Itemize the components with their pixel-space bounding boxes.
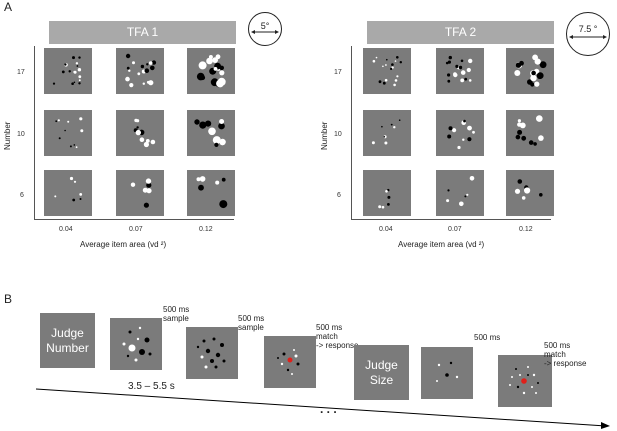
match-1-response: -> response [316, 341, 359, 350]
tfa1-xtick: 0.07 [129, 226, 143, 233]
sample-1-annotation: 500 ms sample [163, 305, 189, 323]
stimulus-cell [363, 48, 411, 94]
match-dot [287, 357, 293, 363]
panel-b-label: B [4, 292, 13, 306]
stimulus-cell [187, 170, 235, 216]
stimulus-cell [44, 48, 92, 94]
match-1-annotation: 500 ms match -> response [316, 323, 358, 350]
stimulus-cell [436, 170, 484, 216]
stimulus-cell [116, 110, 164, 156]
iti-duration: 3.5 – 5.5 s [128, 381, 175, 392]
tfa1-x-title: Average item area (vd ²) [80, 240, 167, 249]
tfa2-ytick: 10 [334, 131, 342, 138]
sample-3-annotation: 500 ms [474, 333, 500, 342]
stimulus-cell [436, 48, 484, 94]
stimulus-cell [363, 110, 411, 156]
tfa2-xtick: 0.04 [379, 226, 393, 233]
match-dot [521, 378, 527, 384]
tfa1-y-axis [34, 46, 35, 219]
match-2-duration: 500 ms [544, 341, 571, 350]
match-2-label: match [544, 350, 566, 359]
tfa2-xtick: 0.12 [519, 226, 533, 233]
timeline-ellipsis: . . . [320, 402, 337, 416]
stimulus-cell [506, 110, 554, 156]
stimulus-cell [44, 170, 92, 216]
tfa2-x-axis [351, 219, 551, 220]
sample-3-duration: 500 ms [474, 333, 501, 342]
sample-1-duration: 500 ms [163, 305, 190, 314]
sample-stimulus-3 [421, 347, 473, 399]
panel-a-label: A [4, 0, 13, 14]
sample-2-label: sample [238, 323, 264, 332]
sample-2-annotation: 500 ms sample [238, 314, 264, 332]
stimulus-cell [436, 110, 484, 156]
sample-1-label: sample [163, 314, 189, 323]
match-1-label: match [316, 332, 338, 341]
tfa2-ytick: 17 [334, 69, 342, 76]
match-1-duration: 500 ms [316, 323, 343, 332]
tfa1-xtick: 0.04 [59, 226, 73, 233]
tfa1-xtick: 0.12 [199, 226, 213, 233]
tfa2-size-reference: 7.5 ° [566, 12, 610, 56]
tfa2-title-bar: TFA 2 [367, 21, 554, 44]
tfa1-ytick: 6 [20, 192, 24, 199]
tfa1-title-bar: TFA 1 [49, 21, 236, 44]
match-stimulus-2 [498, 355, 552, 407]
match-stimulus-1 [264, 336, 316, 388]
tfa1-ytick: 10 [17, 131, 25, 138]
tfa2-xtick: 0.07 [448, 226, 462, 233]
tfa2-x-title: Average item area (vd ²) [398, 240, 485, 249]
sample-2-duration: 500 ms [238, 314, 265, 323]
tfa2-y-axis [351, 46, 352, 219]
match-2-response: -> response [544, 359, 587, 368]
stimulus-cell [363, 170, 411, 216]
tfa1-size-reference: 5° [248, 12, 282, 46]
stimulus-cell [116, 170, 164, 216]
sample-stimulus-1 [110, 318, 162, 370]
stimulus-cell [187, 110, 235, 156]
judge-size-text: Judge Size [365, 357, 398, 387]
sample-stimulus-2 [186, 327, 238, 379]
stimulus-cell [44, 110, 92, 156]
stimulus-cell [116, 48, 164, 94]
tfa1-circle-label: 5° [260, 21, 270, 31]
tfa1-ytick: 17 [17, 69, 25, 76]
stimulus-cell [506, 170, 554, 216]
judge-number-text: Judge Number [46, 325, 89, 355]
judge-size-cue: Judge Size [354, 345, 409, 400]
match-2-annotation: 500 ms match -> response [544, 341, 586, 368]
tfa2-circle-label: 7.5 ° [578, 24, 598, 34]
judge-number-cue: Judge Number [40, 313, 95, 368]
stimulus-cell [506, 48, 554, 94]
tfa1-x-axis [34, 219, 234, 220]
stimulus-cell [187, 48, 235, 94]
tfa2-ytick: 6 [337, 192, 341, 199]
